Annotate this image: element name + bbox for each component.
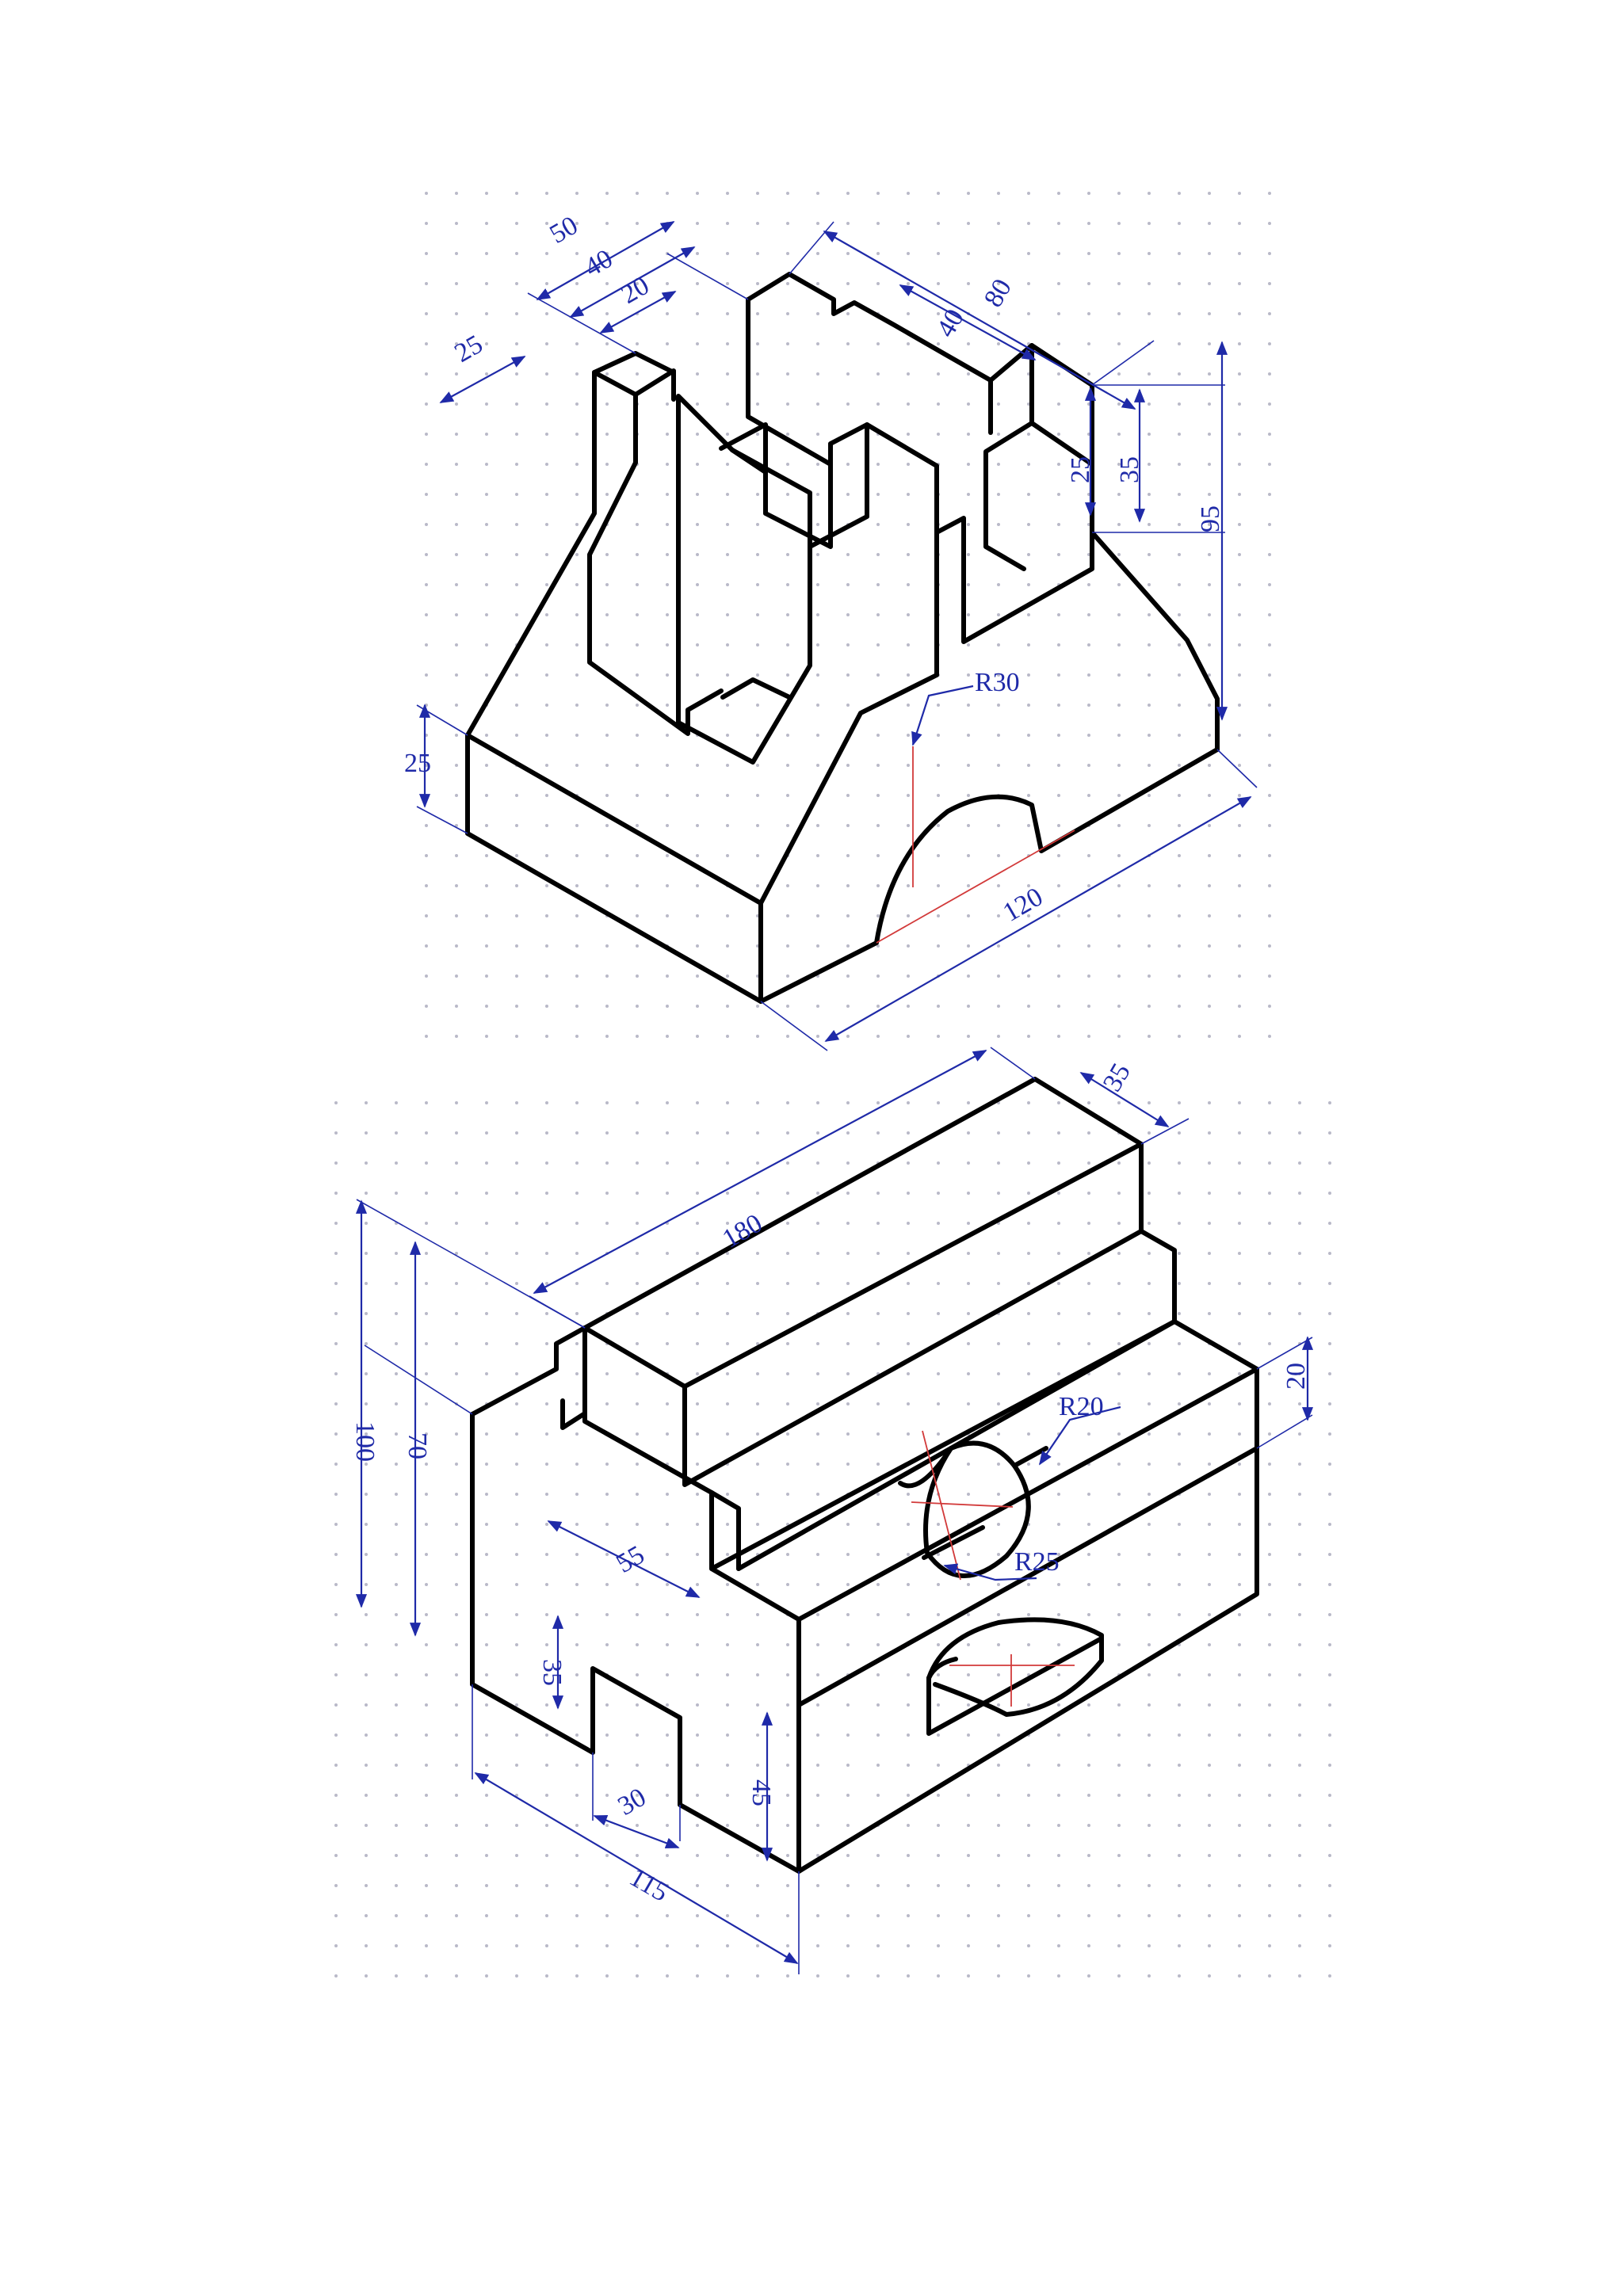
radius-label-r25: R25 xyxy=(1014,1547,1060,1577)
isometric-drawing-top: 50 40 20 25 40 80 25 35 95 25 R30 120 xyxy=(393,190,1296,1071)
dimension-lines-bottom xyxy=(355,1047,1314,1974)
dim-label-95: 95 xyxy=(1196,505,1225,532)
radius-label-r30: R30 xyxy=(975,668,1020,697)
centerlines-bottom xyxy=(911,1430,1075,1707)
grid-dots xyxy=(333,1100,1355,1987)
dim-label-100: 100 xyxy=(350,1421,380,1462)
isometric-drawing-bottom: 180 35 R20 20 100 70 55 R25 35 45 30 115 xyxy=(333,1047,1355,1995)
dim-label-45: 45 xyxy=(747,1779,776,1806)
dimension-lines-top xyxy=(416,221,1258,1051)
dim-label-25b: 25 xyxy=(1066,456,1095,483)
radius-label-r20: R20 xyxy=(1059,1392,1104,1421)
drawing-canvas-top: 50 40 20 25 40 80 25 35 95 25 R30 120 xyxy=(404,190,1289,1062)
drawing-canvas-bottom: 180 35 R20 20 100 70 55 R25 35 45 30 115 xyxy=(333,1047,1355,1987)
dim-label-25c: 25 xyxy=(404,749,431,778)
grid-dots xyxy=(409,190,1289,1062)
dim-label-20: 20 xyxy=(1281,1363,1311,1390)
dim-label-35: 35 xyxy=(1115,456,1144,483)
dim-label-35b: 35 xyxy=(537,1659,567,1686)
part-outline-bottom xyxy=(470,1077,1259,1874)
dim-label-70: 70 xyxy=(403,1432,432,1459)
